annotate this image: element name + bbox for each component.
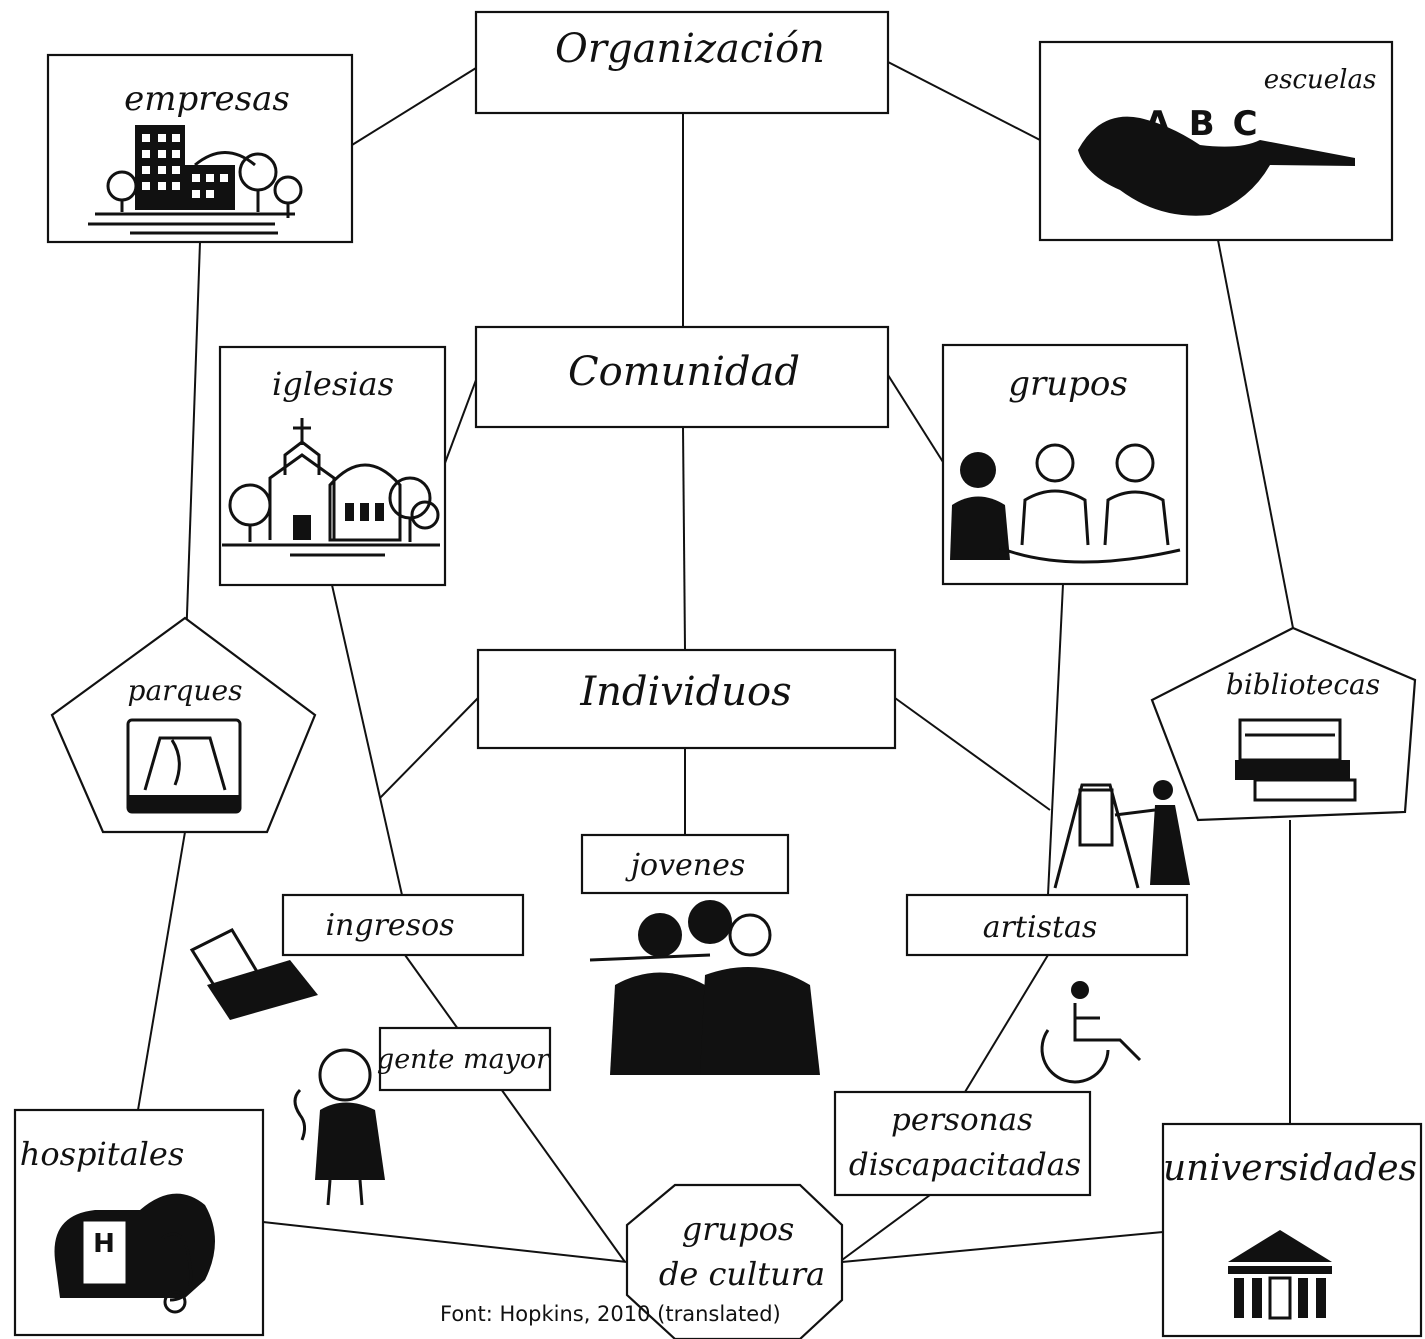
church-icon: [222, 418, 440, 557]
parques-label: parques: [128, 674, 243, 707]
comunidad-node: Comunidad: [474, 325, 890, 429]
empresas-label: empresas: [124, 79, 290, 119]
ingresos-node: ingresos: [189, 893, 525, 1020]
bibliotecas-label: bibliotecas: [1226, 668, 1380, 701]
artistas-node: artistas: [905, 780, 1190, 957]
personas-label-line1: personas: [891, 1102, 1033, 1138]
office-buildings-icon: [88, 125, 303, 235]
hospital-stethoscope-icon: H: [54, 1193, 215, 1314]
hospital-h-glyph: H: [93, 1229, 115, 1259]
individuos-label: Individuos: [579, 669, 791, 715]
grupos-cultura-label-line1: grupos: [682, 1210, 795, 1248]
iglesias-label: iglesias: [272, 365, 394, 403]
individuos-node: Individuos: [476, 648, 897, 750]
artistas-label: artistas: [983, 910, 1098, 945]
bibliotecas-node: bibliotecas: [1150, 626, 1417, 822]
wheelchair-icon: [1040, 981, 1142, 1084]
personas-discapacitadas-node: personas discapacitadas: [833, 1090, 1092, 1197]
universidades-node: universidades: [1161, 1122, 1423, 1338]
money-wallet-icon: [189, 928, 318, 1020]
meeting-people-icon: [950, 443, 1181, 564]
hospitales-node: hospitales H: [13, 1108, 265, 1337]
grupos-label: grupos: [1008, 364, 1128, 404]
organizacion-label: Organización: [555, 26, 825, 72]
comunidad-label: Comunidad: [568, 349, 800, 395]
universidades-label: universidades: [1163, 1148, 1417, 1189]
iglesias-node: iglesias: [218, 345, 447, 587]
elderly-person-icon: [293, 1048, 385, 1206]
ingresos-label: ingresos: [325, 908, 454, 943]
escuelas-node: escuelas ABC: [1038, 40, 1394, 242]
connector-lines: [137, 61, 1294, 1263]
painter-easel-icon: [1053, 780, 1190, 889]
gente-mayor-node: gente mayor: [293, 1026, 551, 1206]
escuelas-label: escuelas: [1264, 65, 1377, 95]
parques-node: parques: [50, 616, 317, 834]
organizacion-node: Organización: [474, 10, 890, 115]
grupos-node: grupos: [941, 343, 1189, 586]
open-hand-icon: [1078, 116, 1355, 216]
jovenes-label: jovenes: [625, 848, 746, 883]
gente-mayor-label: gente mayor: [377, 1044, 551, 1075]
grupos-de-cultura-node: grupos de cultura: [625, 1183, 844, 1339]
book-stack-icon: [1235, 718, 1357, 802]
jovenes-node: jovenes: [580, 833, 820, 1075]
personas-label-line2: discapacitadas: [849, 1147, 1081, 1183]
grupos-cultura-label-line2: de cultura: [659, 1255, 825, 1293]
swing-set-icon: [126, 718, 242, 814]
hospitales-label: hospitales: [20, 1135, 185, 1173]
young-musicians-icon: [589, 900, 820, 1075]
source-caption: Font: Hopkins, 2010 (translated): [440, 1302, 781, 1326]
empresas-node: empresas: [46, 53, 354, 244]
university-building-icon: [1228, 1230, 1332, 1320]
